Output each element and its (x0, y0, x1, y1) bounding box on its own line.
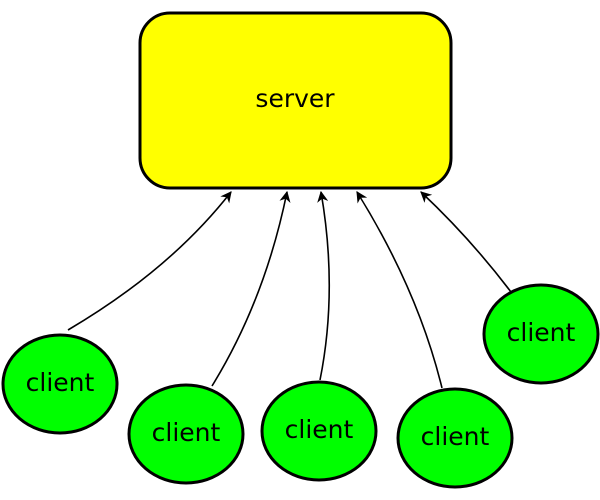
client-node-3: client (260, 380, 378, 482)
connector-client-4-to-server (356, 191, 443, 389)
client-node-4: client (396, 387, 514, 489)
client-label: client (152, 418, 221, 447)
server-label: server (255, 84, 335, 113)
client-label: client (26, 368, 95, 397)
server-node: server (138, 11, 453, 190)
client-label: client (285, 415, 354, 444)
client-ellipse (396, 387, 514, 489)
client-label: client (507, 318, 576, 347)
client-ellipse (127, 383, 245, 485)
client-node-1: client (1, 333, 119, 435)
client-node-5: client (482, 283, 600, 385)
connector-client-3-to-server (317, 190, 331, 381)
client-ellipse (1, 333, 119, 435)
connector-client-1-to-server (67, 191, 232, 331)
server-box (138, 11, 453, 190)
connector-client-2-to-server (211, 190, 291, 387)
client-ellipse (482, 283, 600, 385)
client-ellipse (260, 380, 378, 482)
connector-client-5-to-server (420, 191, 512, 293)
client-node-2: client (127, 383, 245, 485)
client-label: client (421, 422, 490, 451)
